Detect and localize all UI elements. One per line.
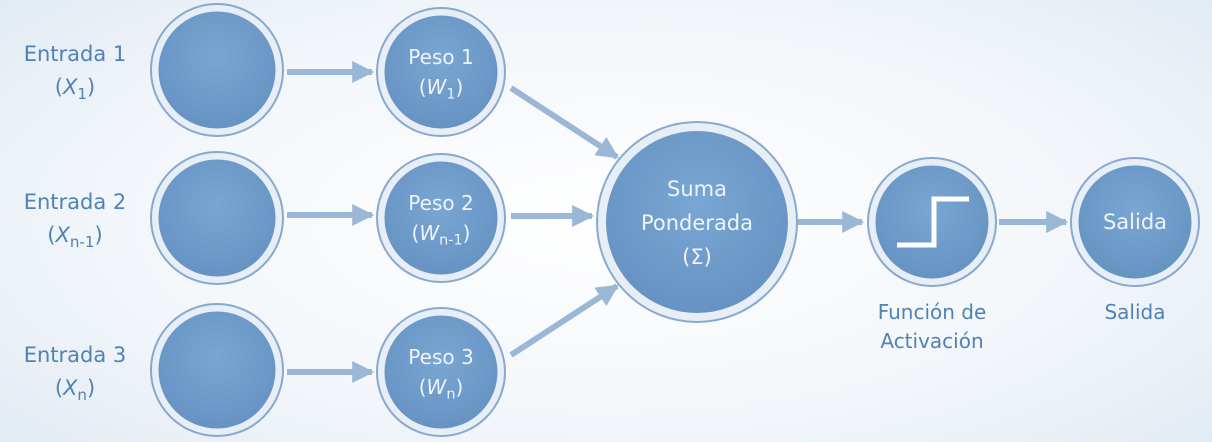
weight-node-3-text: Peso 3 (Wn)	[408, 345, 474, 403]
weight-node-1-text: Peso 1 (W1)	[408, 45, 474, 103]
input-label-2: Entrada 2 (Xn-1)	[23, 190, 127, 251]
output-node	[1071, 158, 1199, 286]
weight-node-1	[377, 8, 505, 136]
weight-node-2	[377, 154, 505, 282]
weight-node-2-text: Peso 2 (Wn-1)	[408, 191, 474, 249]
sum-node-text: Suma Ponderada (Σ)	[640, 177, 754, 269]
arrow-weight3-sum	[509, 283, 619, 358]
input-label-3: Entrada 3 (Xn)	[23, 343, 127, 404]
sum-node	[598, 123, 796, 321]
output-node-text: Salida	[1102, 210, 1168, 234]
input-node-2	[151, 152, 283, 284]
weight-nodes	[376, 7, 506, 437]
input-nodes	[150, 3, 284, 437]
output-caption: Salida	[1104, 300, 1166, 324]
input-node-1	[151, 4, 283, 136]
step-function-icon	[897, 196, 969, 248]
weight-node-3	[377, 308, 505, 436]
input-node-3	[151, 304, 283, 436]
activation-caption: Función de Activación	[877, 300, 987, 353]
arrow-weight1-sum	[509, 85, 619, 160]
connections	[287, 61, 1069, 383]
input-label-1: Entrada 1 (X1)	[23, 42, 127, 103]
